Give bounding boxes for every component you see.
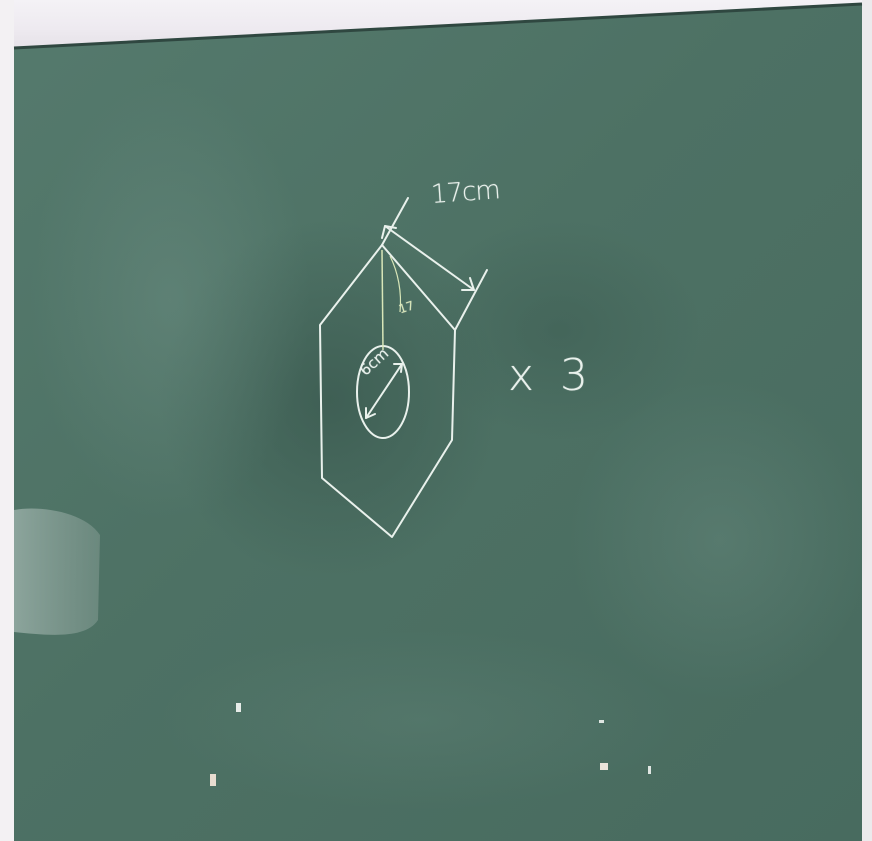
chalk-speck — [599, 720, 604, 723]
dimension-extension — [454, 269, 488, 331]
erased-patch — [14, 508, 100, 635]
board-top-edge — [13, 2, 863, 50]
board-smudge — [160, 630, 680, 810]
board-smudge — [420, 220, 700, 440]
chalk-speck — [600, 763, 608, 770]
board-smudge — [570, 380, 870, 700]
chalk-speck — [210, 774, 216, 786]
radius-arc — [389, 255, 402, 313]
diameter-arrowhead — [365, 407, 376, 419]
dimension-arrowhead — [381, 225, 397, 239]
wall-left — [0, 0, 14, 841]
dimension-arrow — [384, 225, 475, 291]
dimension-arrowhead — [461, 277, 475, 291]
board-smudge — [30, 80, 310, 520]
radius-line — [381, 249, 384, 351]
chalk-speck — [236, 703, 241, 712]
chalk-speck — [648, 766, 651, 774]
dimension-extension — [381, 197, 409, 246]
wall-right — [862, 0, 872, 841]
diameter-arrowhead — [393, 363, 403, 373]
diameter-arrow — [365, 363, 403, 419]
